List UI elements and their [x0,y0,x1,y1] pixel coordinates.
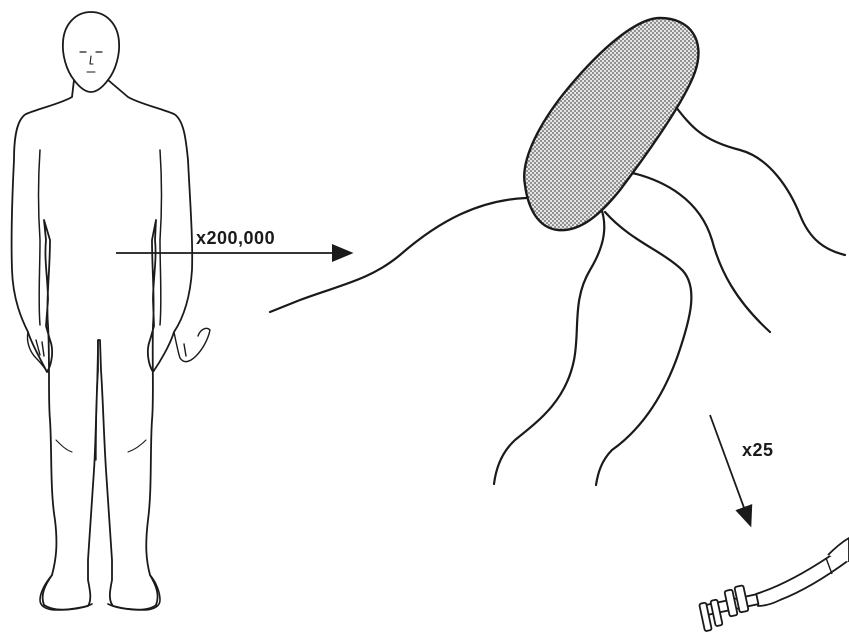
magnification-label-200000: x200,000 [196,228,275,249]
face-nose [90,56,93,64]
flagellar-motor [699,538,849,631]
flagellum-5 [672,102,845,255]
flagellum-4 [628,172,770,332]
left-knee [56,440,72,452]
flagellum-2 [494,205,604,484]
magnification-arrow-2 [710,415,750,524]
bacterium [270,18,845,485]
left-arm-inner [39,150,41,325]
head [63,12,119,92]
flagellum-1 [270,198,526,312]
magnification-label-25: x25 [742,440,774,461]
right-hand [174,328,210,361]
leg-gap [96,340,98,460]
human-figure [12,12,210,610]
bacterium-body [524,18,698,230]
right-knee [128,440,146,452]
flagellum-3 [596,212,691,485]
left-foot [40,575,92,610]
right-arm-inner [160,150,162,325]
